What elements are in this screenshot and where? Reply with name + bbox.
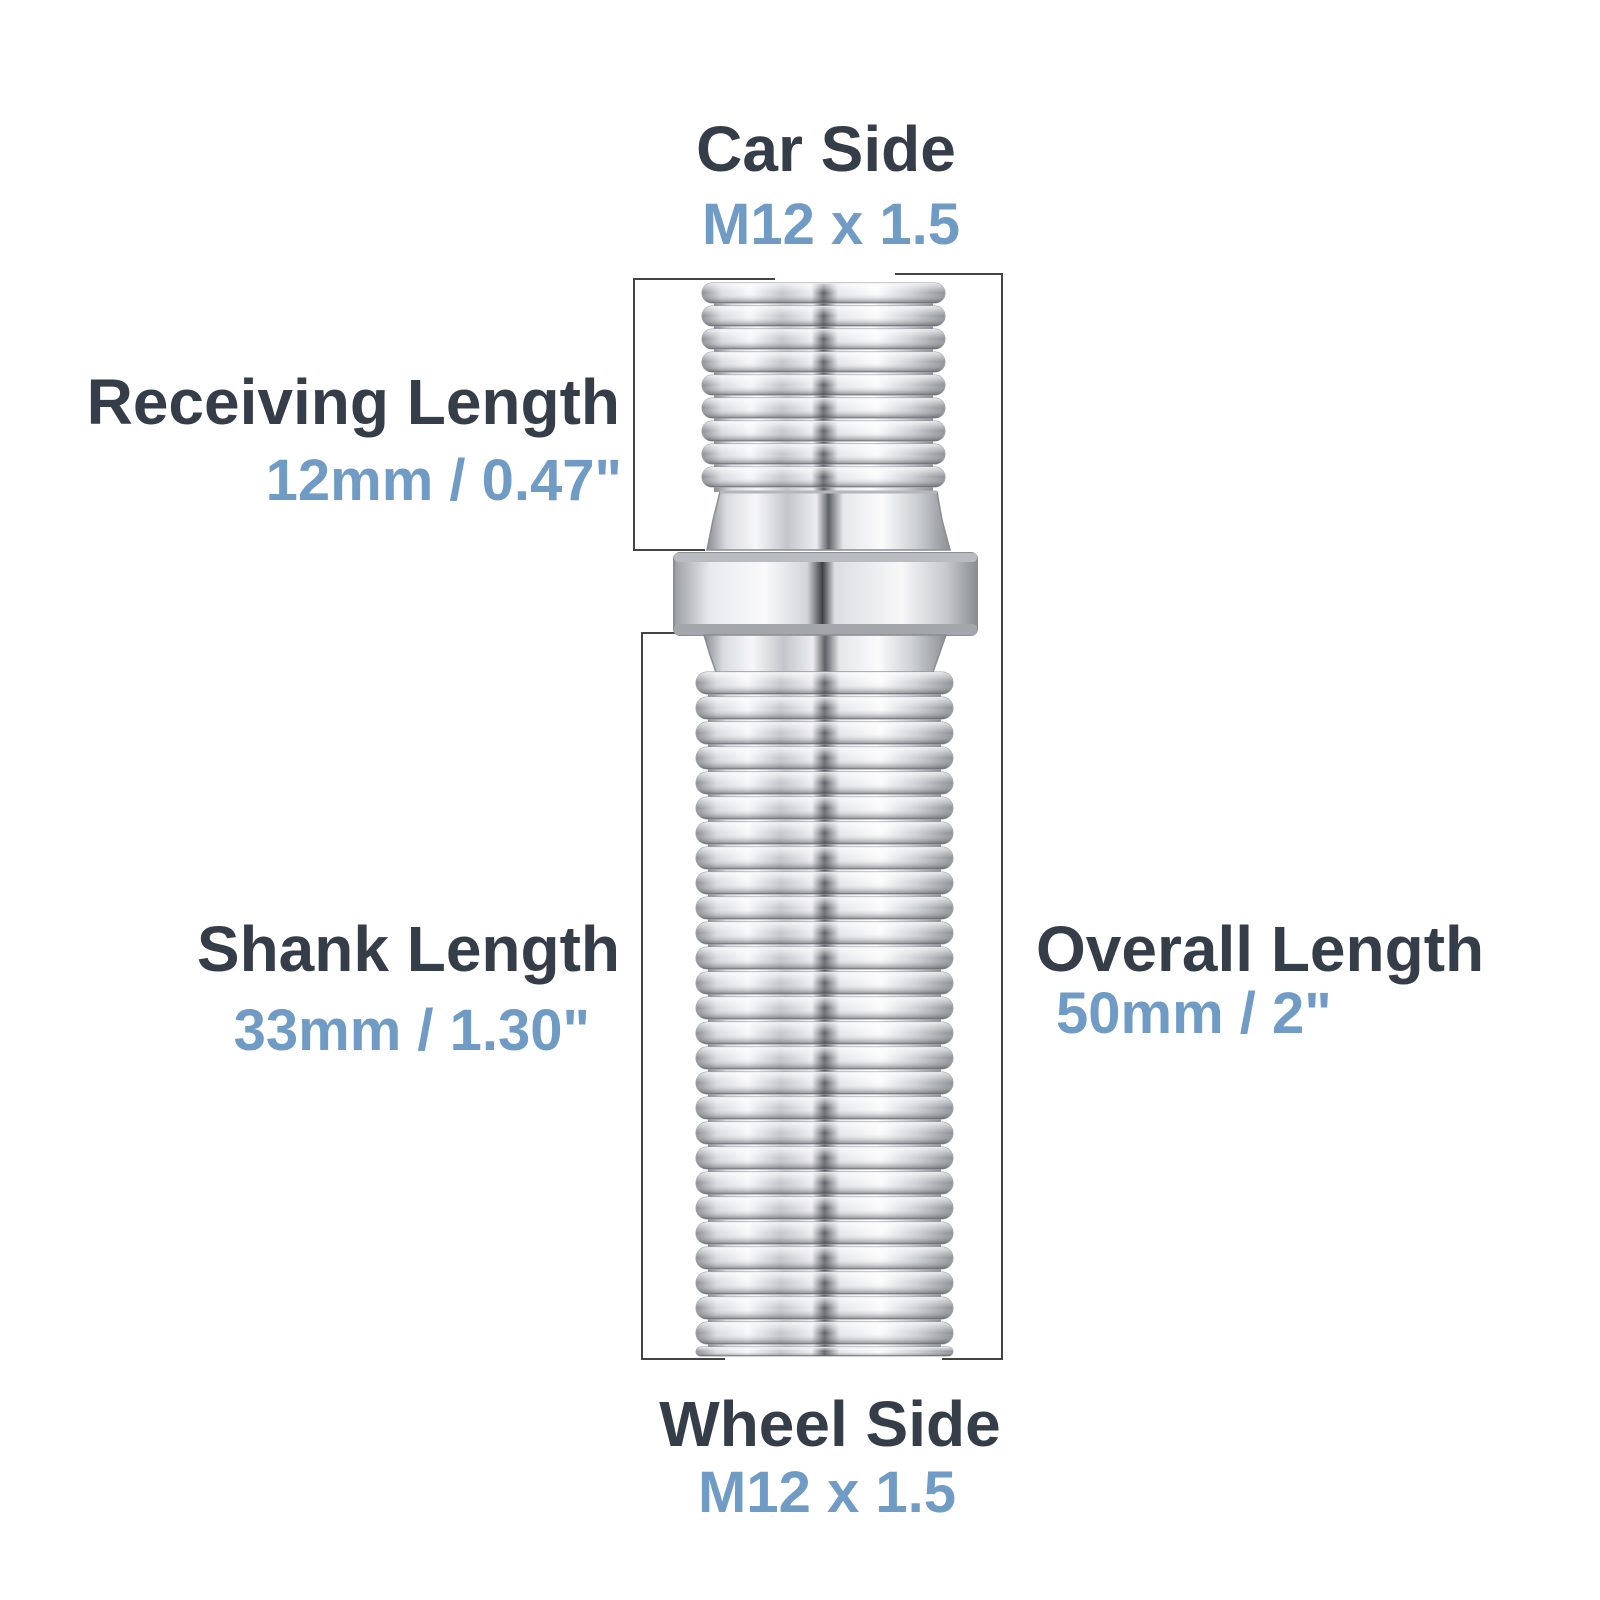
upper-thread-ridge-shade bbox=[702, 306, 945, 326]
car-side-title: Car Side bbox=[696, 113, 956, 185]
lower-thread-ridge-shade bbox=[696, 1097, 953, 1119]
lower-thread-ridge-shade bbox=[696, 1297, 953, 1319]
lower-thread-ridge-shade bbox=[696, 897, 953, 919]
overall-length-title: Overall Length bbox=[1036, 913, 1485, 985]
lower-thread-ridge-shade bbox=[696, 797, 953, 819]
stud-collar bbox=[673, 552, 978, 636]
lower-thread-ridge-shade bbox=[696, 747, 953, 769]
upper-thread-ridge-shade bbox=[702, 398, 945, 418]
lower-thread-ridge-shade bbox=[696, 672, 953, 694]
upper-thread-ridge-shade bbox=[702, 375, 945, 395]
lower-thread-ridge-shade bbox=[696, 772, 953, 794]
overall-length-bracket bbox=[895, 273, 1003, 1360]
lower-thread-ridge-shade bbox=[696, 872, 953, 894]
lower-thread-ridge-shade bbox=[696, 1272, 953, 1294]
lower-thread-ridge-shade bbox=[696, 1172, 953, 1194]
car-side-spec: M12 x 1.5 bbox=[702, 192, 960, 257]
lower-thread-ridge-shade bbox=[696, 947, 953, 969]
stud-lower-neck bbox=[702, 634, 948, 673]
lower-thread-ridge-shade bbox=[696, 722, 953, 744]
lower-thread-ridge-shade bbox=[696, 1122, 953, 1144]
upper-thread bbox=[701, 282, 946, 492]
upper-thread-ridge-shade bbox=[702, 421, 945, 441]
lower-thread-ridge-shade bbox=[696, 1222, 953, 1244]
lower-thread-ridge-shade bbox=[696, 1022, 953, 1044]
upper-thread-ridge-shade bbox=[702, 467, 945, 487]
lower-thread-ridge-shade bbox=[696, 1247, 953, 1269]
receiving-length-value: 12mm / 0.47" bbox=[265, 448, 622, 513]
upper-thread-ridge-shade bbox=[702, 444, 945, 464]
shank-length-title: Shank Length bbox=[196, 913, 620, 985]
lower-thread-ridge-shade bbox=[696, 847, 953, 869]
overall-length-value: 50mm / 2" bbox=[1056, 981, 1332, 1046]
receiving-length-bracket bbox=[633, 278, 775, 551]
lower-thread-ridge-shade bbox=[696, 1197, 953, 1219]
stud-neck bbox=[706, 490, 951, 551]
receiving-length-title: Receiving Length bbox=[86, 366, 620, 438]
lower-thread-ridge-shade bbox=[696, 922, 953, 944]
shank-length-value: 33mm / 1.30" bbox=[233, 998, 590, 1063]
wheel-side-title: Wheel Side bbox=[659, 1388, 1001, 1460]
upper-thread-ridge-shade bbox=[702, 352, 945, 372]
lower-thread-ridge-shade bbox=[696, 972, 953, 994]
lower-thread-ridge-shade bbox=[696, 1072, 953, 1094]
lower-thread-ridge-shade bbox=[696, 697, 953, 719]
lower-thread-ridge-shade bbox=[696, 1347, 953, 1356]
lower-thread-ridge-shade bbox=[696, 1047, 953, 1069]
upper-thread-ridge-shade bbox=[702, 329, 945, 349]
wheel-side-spec: M12 x 1.5 bbox=[698, 1460, 956, 1525]
lower-thread-ridge-shade bbox=[696, 1322, 953, 1344]
lower-thread-ridge-shade bbox=[696, 1147, 953, 1169]
lower-thread bbox=[695, 671, 954, 1357]
lower-thread-ridge-shade bbox=[696, 997, 953, 1019]
upper-thread-ridge-shade bbox=[702, 283, 945, 303]
lower-thread-ridge-shade bbox=[696, 822, 953, 844]
